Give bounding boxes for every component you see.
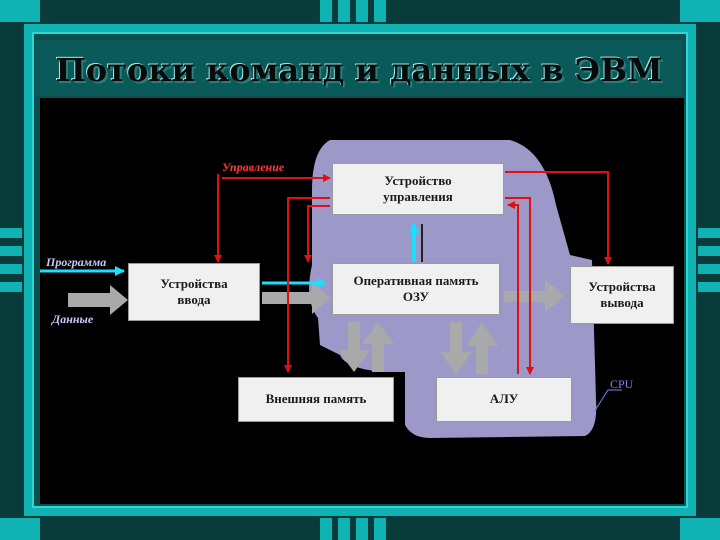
program-flow-arrows: [40, 223, 419, 288]
control-flow-lines: [214, 171, 612, 375]
external-to-ram-arrow: [362, 322, 394, 372]
output-devices-box: Устройства вывода: [570, 266, 674, 324]
control-label: Управление: [222, 160, 285, 174]
alu-to-ram-arrow: [466, 322, 498, 374]
title-band: [36, 40, 682, 96]
program-label: Программа: [46, 255, 107, 269]
external-memory-box: Внешняя память: [238, 377, 394, 422]
alu-to-control-line: [507, 201, 519, 374]
input-to-ram-arrow: [262, 282, 330, 314]
data-label: Данные: [52, 312, 94, 326]
slide-title: Потоки команд и данных в ЭВМ: [55, 51, 663, 89]
control-to-ram-line: [304, 205, 330, 263]
control-to-output-line: [505, 171, 612, 265]
ram-to-external-arrow: [338, 322, 370, 372]
data-input-arrow: [68, 285, 128, 315]
alu-box: АЛУ: [436, 377, 572, 422]
cpu-pointer-line: [593, 389, 622, 413]
data-flow-arrows: [68, 280, 565, 374]
ram-box: Оперативная память ОЗУ: [332, 263, 500, 315]
control-to-alu-line: [505, 197, 534, 375]
cpu-label: CPU: [610, 377, 634, 391]
control-unit-box: Устройство управления: [332, 163, 504, 215]
ram-to-alu-arrow: [440, 322, 472, 374]
input-devices-box: Устройства ввода: [128, 263, 260, 321]
control-to-external-line: [284, 197, 330, 373]
ram-to-output-arrow: [504, 280, 565, 312]
